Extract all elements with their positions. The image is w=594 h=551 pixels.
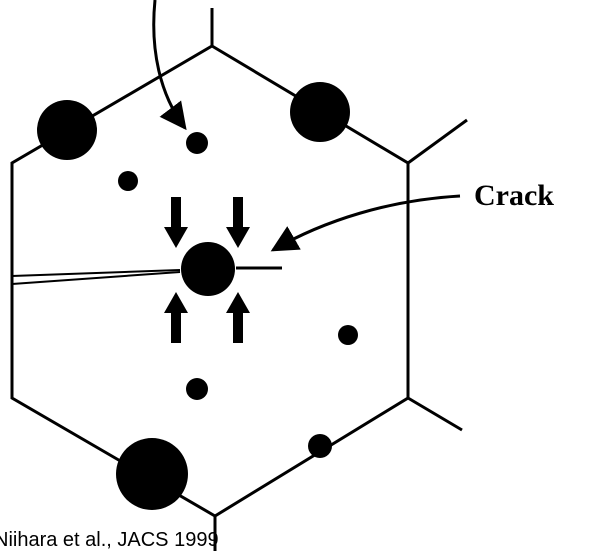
particle-small-1 [186, 132, 208, 154]
crack-line-lower [11, 271, 181, 285]
particle-small-lower-right [308, 434, 332, 458]
particle-small-2 [118, 171, 138, 191]
stress-arrow-bottom-left [164, 292, 188, 343]
stress-arrow-bottom-right [226, 292, 250, 343]
particle-large-upper-left [37, 100, 97, 160]
particle-large-bottom [116, 438, 188, 510]
stress-arrows [164, 197, 250, 343]
crack-pointer-arrow [270, 194, 461, 252]
boundary-branch-lower-right [407, 396, 463, 432]
particle-small-3 [338, 325, 358, 345]
particle-large-upper-right [290, 82, 350, 142]
stress-arrow-top-right [226, 197, 250, 248]
citation-text: Niihara et al., JACS 1999 [0, 529, 219, 551]
stress-arrow-top-left [164, 197, 188, 248]
boundary-branch-upper-right [407, 118, 468, 165]
crack-label: Crack [474, 179, 554, 212]
particle-small-4 [186, 378, 208, 400]
crack-line [11, 269, 181, 277]
neighbor-grain-boundaries [210, 8, 468, 551]
particle-pointer-arrow [152, 0, 187, 131]
intergranular-particles [37, 82, 350, 510]
central-particle [181, 242, 235, 296]
intragranular-particles [118, 132, 358, 400]
